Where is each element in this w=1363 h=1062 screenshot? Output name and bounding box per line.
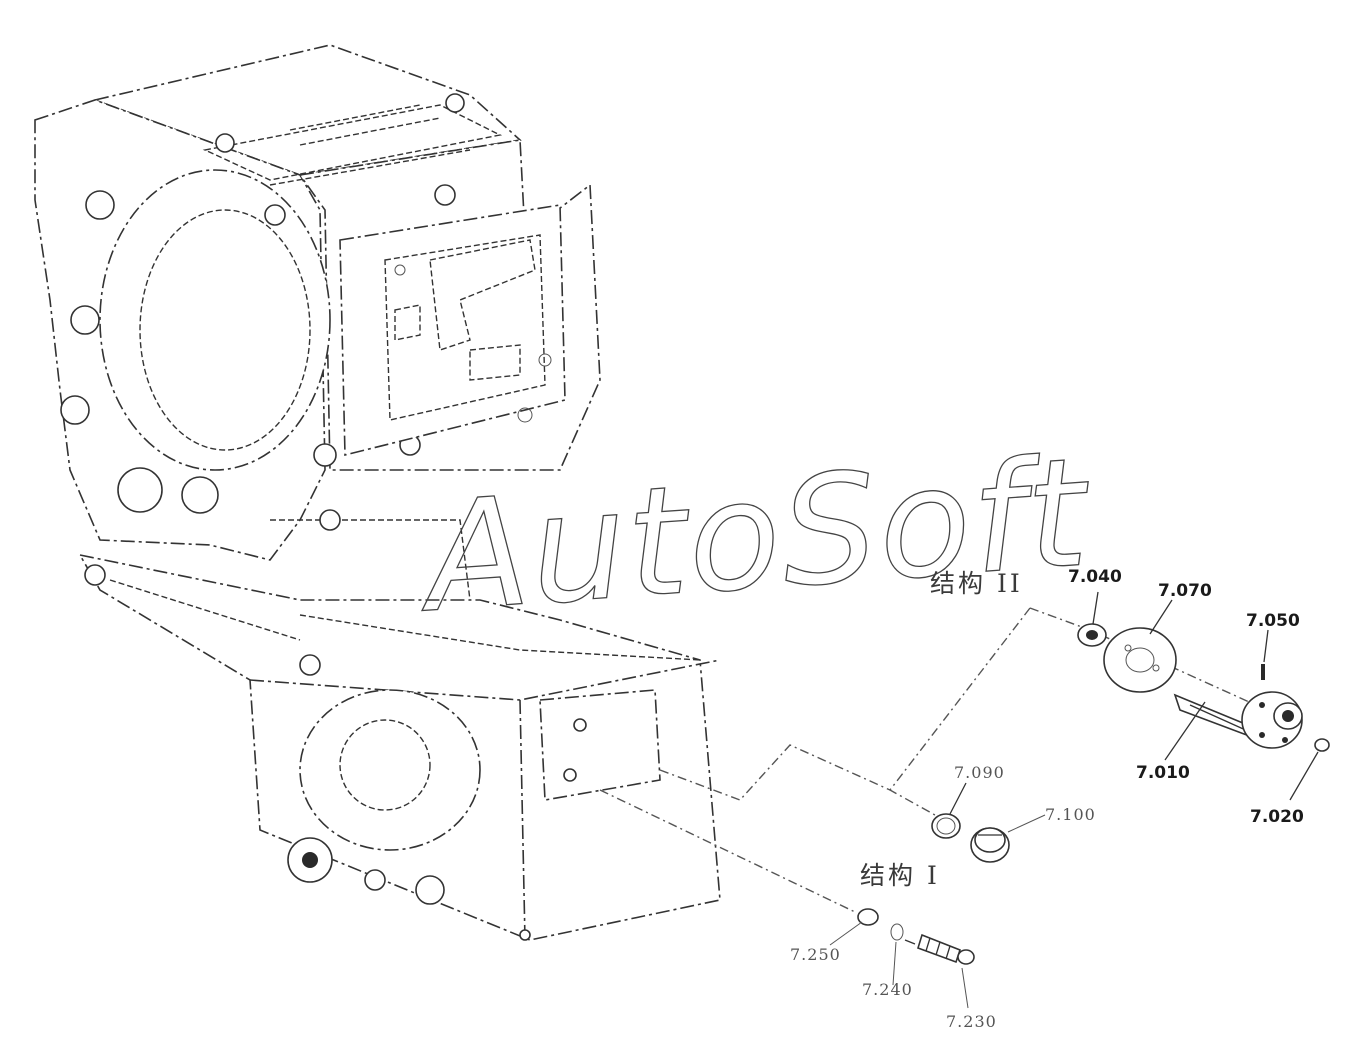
part-labels: 7.040 7.070 7.050 7.010 7.020 7.090 7.10…: [790, 567, 1304, 1031]
ring-7020: [1314, 738, 1330, 752]
label-7010: 7.010: [1136, 763, 1190, 783]
structure-2-assembly: [659, 607, 1330, 816]
plug-7100: [970, 827, 1010, 863]
label-7020: 7.020: [1250, 807, 1304, 827]
label-7070: 7.070: [1158, 581, 1212, 601]
label-7040: 7.040: [1068, 567, 1122, 587]
label-7250: 7.250: [790, 945, 841, 964]
shaft-7010: [1173, 691, 1303, 749]
pin-7050: [1261, 664, 1265, 680]
label-7230: 7.230: [946, 1012, 997, 1031]
flange-plate-7070: [1103, 627, 1177, 693]
ring-7250: [857, 908, 879, 926]
label-7090: 7.090: [954, 763, 1005, 782]
leader-lines: [829, 591, 1319, 1009]
structure-1-label: 结构 I: [860, 861, 940, 890]
ring-7090: [931, 813, 961, 839]
label-7050: 7.050: [1246, 611, 1300, 631]
nut-7040: [1077, 623, 1107, 647]
sensor-7230: [904, 933, 975, 965]
label-7100: 7.100: [1045, 805, 1096, 824]
ring-7240: [890, 923, 904, 941]
structure-1-assembly: [931, 813, 1010, 863]
sensor-assembly: [599, 789, 975, 965]
structure-2-label: 结构 II: [930, 569, 1023, 598]
lower-housing: [78, 509, 721, 941]
label-7240: 7.240: [862, 980, 913, 999]
transmission-housing: [34, 44, 601, 561]
